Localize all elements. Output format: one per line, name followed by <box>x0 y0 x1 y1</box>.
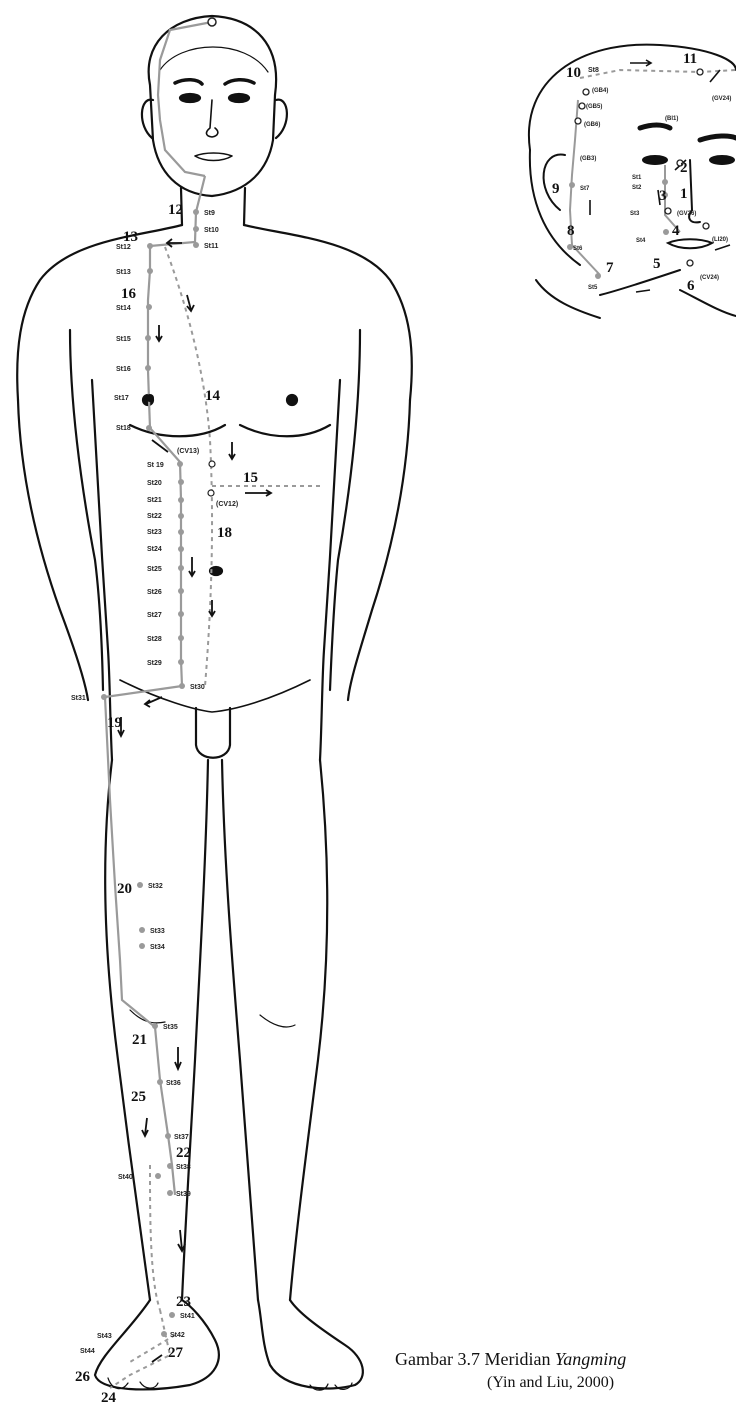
inset-point-gb4: (GB4) <box>592 88 608 94</box>
point-st42: St42 <box>170 1332 185 1339</box>
point-st36: St36 <box>166 1080 181 1087</box>
point-st33: St33 <box>150 928 165 935</box>
point-st27: St27 <box>147 612 162 619</box>
caption-prefix: Gambar 3.7 Meridian <box>395 1349 555 1369</box>
inset-point-gb5: (GB5) <box>586 104 602 110</box>
figure-source: (Yin and Liu, 2000) <box>487 1374 614 1392</box>
inset-label-10: 10 <box>566 65 581 81</box>
point-st43: St43 <box>97 1333 112 1340</box>
inset-label-5: 5 <box>653 256 661 272</box>
inset-label-2: 2 <box>680 160 688 176</box>
label-19: 19 <box>107 715 122 731</box>
figure-caption: Gambar 3.7 Meridian Yangming <box>395 1349 626 1370</box>
label-15: 15 <box>243 470 258 486</box>
label-21: 21 <box>132 1032 147 1048</box>
point-st17: St17 <box>114 395 129 402</box>
inset-point-st4: St4 <box>636 238 646 244</box>
inset-label-6: 6 <box>687 278 695 294</box>
inset-point-gv26: (GV26) <box>677 211 696 217</box>
inset-point-st2: St2 <box>632 185 642 191</box>
label-13: 13 <box>123 229 138 245</box>
point-st37: St37 <box>174 1134 189 1141</box>
flow-arrows <box>118 239 271 1362</box>
point-st29: St29 <box>147 660 162 667</box>
inset-point-bl1: (Bl1) <box>665 116 678 122</box>
point-st40: St40 <box>118 1174 133 1181</box>
inset-point-st7: St7 <box>580 186 590 192</box>
label-18: 18 <box>217 525 232 541</box>
body-outline <box>17 16 412 1390</box>
inset-label-9: 9 <box>552 181 560 197</box>
inset-label-7: 7 <box>606 260 614 276</box>
point-st35: St35 <box>163 1024 178 1031</box>
point-st34: St34 <box>150 944 165 951</box>
inset-point-st1: St1 <box>632 175 642 181</box>
point-st21: St21 <box>147 497 162 504</box>
point-st23: St23 <box>147 529 162 536</box>
inset-point-st8: St8 <box>588 67 599 74</box>
label-27: 27 <box>168 1345 184 1361</box>
meridian-dashed-paths <box>110 247 320 1388</box>
point-st39: St39 <box>176 1191 191 1198</box>
inset-label-11: 11 <box>683 51 697 67</box>
point-st24: St24 <box>147 546 162 553</box>
point-st28: St28 <box>147 636 162 643</box>
label-22: 22 <box>176 1145 191 1161</box>
point-st26: St26 <box>147 589 162 596</box>
inset-point-st3: St3 <box>630 211 640 217</box>
point-st32: St32 <box>148 883 163 890</box>
point-st14: St14 <box>116 305 131 312</box>
label-12: 12 <box>168 202 183 218</box>
point-st41: St41 <box>180 1313 195 1320</box>
inset-label-4: 4 <box>672 223 680 239</box>
point-st18: St18 <box>116 425 131 432</box>
inset-point-st5: St5 <box>588 285 598 291</box>
point-st11: St11 <box>204 243 219 250</box>
body-number-labels: 12 13 16 14 15 18 19 20 21 25 22 23 27 2… <box>75 202 258 1406</box>
inset-label-1: 1 <box>680 186 688 202</box>
point-cv12: (CV12) <box>216 501 238 508</box>
point-st19: St 19 <box>147 462 164 469</box>
label-26: 26 <box>75 1369 91 1385</box>
label-20: 20 <box>117 881 132 897</box>
label-14: 14 <box>205 388 221 404</box>
point-st13: St13 <box>116 269 131 276</box>
body-point-labels: St9 St10 St11 St12 St13 St14 St15 St16 S… <box>71 210 238 1355</box>
inset-point-st6: St6 <box>573 246 583 252</box>
label-24: 24 <box>101 1390 117 1406</box>
point-st38: St38 <box>176 1164 191 1171</box>
point-st10: St10 <box>204 227 219 234</box>
inset-label-3: 3 <box>659 188 667 204</box>
point-st15: St15 <box>116 336 131 343</box>
inset-point-cv24: (CV24) <box>700 275 719 281</box>
point-st30: St30 <box>190 684 205 691</box>
inset-point-gb3: (GB3) <box>580 156 596 162</box>
point-st20: St20 <box>147 480 162 487</box>
label-25: 25 <box>131 1089 146 1105</box>
inset-point-li20: (LI20) <box>712 237 728 243</box>
acupoints <box>101 18 216 1337</box>
point-st22: St22 <box>147 513 162 520</box>
caption-italic: Yangming <box>555 1349 626 1369</box>
label-16: 16 <box>121 286 137 302</box>
head-inset: 10 11 2 3 1 9 8 4 5 7 6 St8 (GV24) (GB4)… <box>529 45 736 318</box>
inset-label-8: 8 <box>567 223 575 239</box>
point-cv13: (CV13) <box>177 448 199 455</box>
point-st25: St25 <box>147 566 162 573</box>
point-st9: St9 <box>204 210 215 217</box>
point-st44: St44 <box>80 1348 95 1355</box>
inset-point-gb6: (GB6) <box>584 122 600 128</box>
point-st31: St31 <box>71 695 86 702</box>
meridian-paths <box>105 22 212 1195</box>
point-st12: St12 <box>116 244 131 251</box>
point-st16: St16 <box>116 366 131 373</box>
inset-point-gv24: (GV24) <box>712 96 731 102</box>
label-23: 23 <box>176 1294 191 1310</box>
